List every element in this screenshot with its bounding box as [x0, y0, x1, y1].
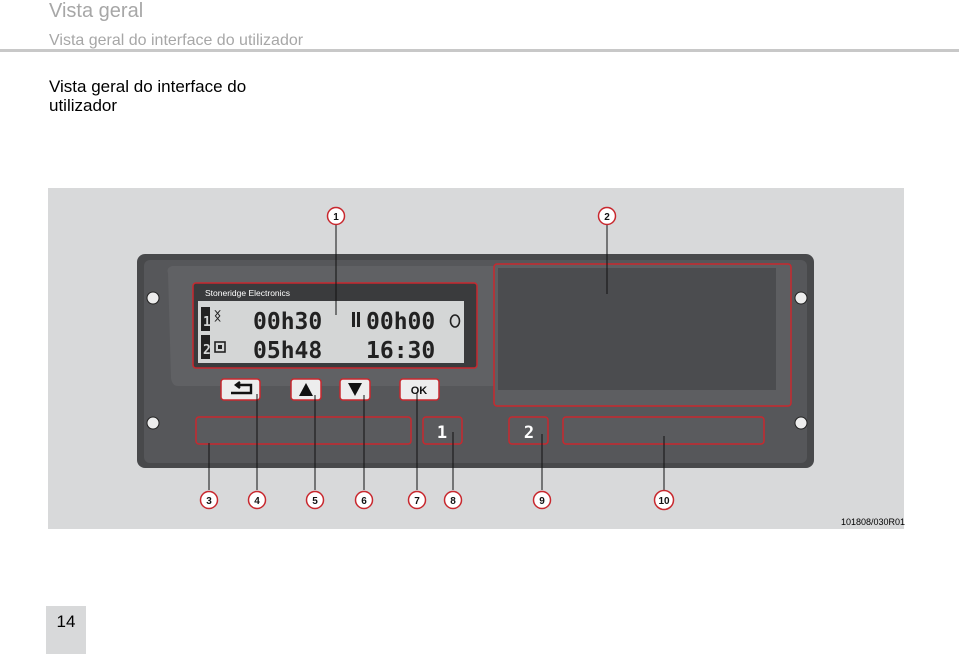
pause-bar-1 — [352, 312, 355, 327]
slot1-marker: 1 — [203, 315, 211, 330]
chapter-title: Vista geral — [49, 0, 144, 22]
svg-text:4: 4 — [254, 496, 260, 507]
callout-2 — [597, 206, 617, 226]
callout-1 — [326, 206, 346, 226]
callout-4 — [247, 490, 267, 510]
card2-eject-button[interactable] — [508, 416, 549, 445]
screw-top-right — [794, 291, 808, 305]
svg-text:1: 1 — [333, 212, 339, 223]
callout-markers: 1 2 3 4 5 6 7 8 9 10 — [199, 206, 675, 511]
screw-top-left — [146, 291, 160, 305]
card1-eject-label: 1 — [437, 423, 447, 443]
callout-9 — [532, 490, 552, 510]
tachograph-figure: Stoneridge Electronics 1 ᛝ 00h30 00h00 2… — [48, 188, 904, 529]
page-number-box — [46, 606, 86, 654]
slot1-indicator — [201, 307, 210, 331]
svg-text:3: 3 — [206, 496, 212, 507]
figure-reference: 101808/030R01 — [840, 517, 905, 527]
callout-5 — [305, 490, 325, 510]
callout-10 — [653, 489, 675, 511]
slot2-marker: 2 — [203, 343, 211, 358]
slot2-indicator — [201, 335, 210, 359]
rest-icon — [214, 341, 226, 353]
tachograph-illustration: Stoneridge Electronics 1 ᛝ 00h30 00h00 2… — [137, 206, 814, 511]
card-slot-1 — [195, 416, 412, 445]
printer-door — [498, 268, 776, 390]
svg-text:2: 2 — [604, 212, 610, 223]
card2-eject-label: 2 — [524, 423, 534, 443]
down-arrow-icon — [348, 383, 362, 396]
page-number: 14 — [56, 612, 76, 631]
svg-text:6: 6 — [361, 496, 367, 507]
up-arrow-icon — [299, 383, 313, 396]
ok-button-label: OK — [411, 385, 428, 397]
callout-8 — [443, 490, 463, 510]
lcd-time-2-right: 16:30 — [366, 338, 435, 364]
section-heading: Vista geral do interface do utilizador — [49, 77, 247, 115]
callout-3 — [199, 490, 219, 510]
svg-text:9: 9 — [539, 496, 545, 507]
back-arrow-icon — [231, 381, 253, 395]
ok-button[interactable] — [399, 378, 440, 401]
callout-7 — [407, 490, 427, 510]
driving-activity-icon: ᛝ — [214, 309, 221, 323]
back-button[interactable] — [220, 378, 261, 401]
chapter-subtitle: Vista geral do interface do utilizador — [49, 32, 304, 49]
lcd-time-1-left: 00h30 — [253, 309, 322, 335]
screw-bottom-left — [146, 416, 160, 430]
lcd-screen — [198, 301, 464, 363]
pause-bar-2 — [357, 312, 360, 327]
header-rule — [0, 49, 959, 52]
svg-text:7: 7 — [414, 496, 420, 507]
callout-lines — [208, 225, 665, 490]
svg-text:8: 8 — [450, 496, 456, 507]
lcd-time-2-left: 05h48 — [253, 338, 322, 364]
brand-label: Stoneridge Electronics — [205, 288, 290, 298]
callout-6 — [354, 490, 374, 510]
svg-text:5: 5 — [312, 496, 318, 507]
screw-bottom-right — [794, 416, 808, 430]
svg-text:10: 10 — [658, 496, 670, 507]
card1-eject-button[interactable] — [422, 416, 463, 445]
clock-icon — [449, 314, 461, 328]
lcd-time-1-right: 00h00 — [366, 309, 435, 335]
